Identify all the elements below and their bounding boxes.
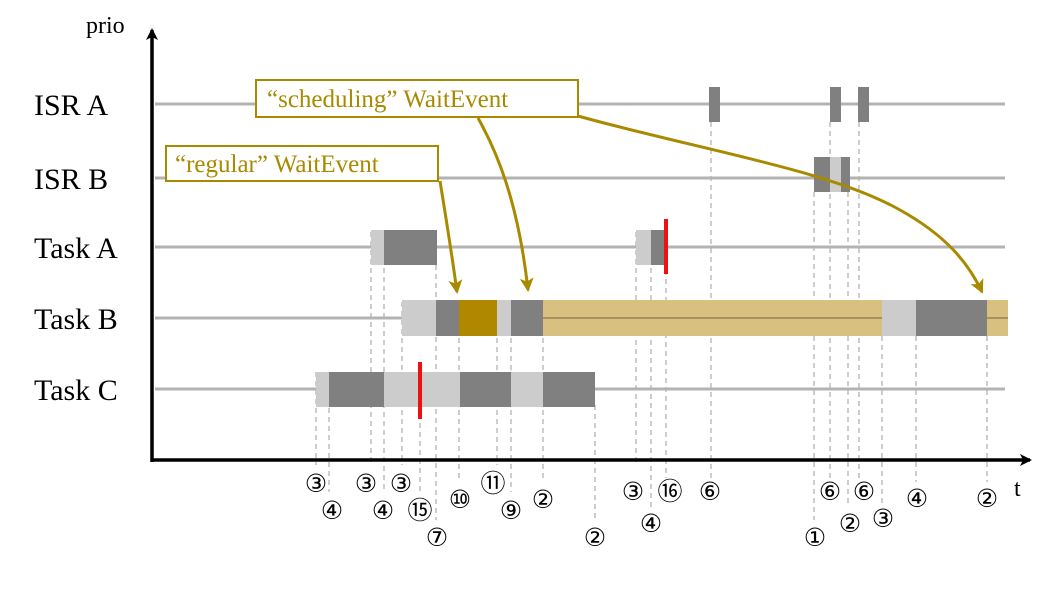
task-c-segment [460, 372, 511, 407]
row-label-isr-a: ISR A [34, 89, 109, 122]
y-axis-label: prio [86, 13, 125, 39]
isr-b-segment [830, 157, 841, 192]
isr-a-segment [858, 87, 869, 122]
event-marker: ⑥ [853, 477, 875, 506]
event-marker: ③ [305, 469, 327, 498]
event-marker: ⑩ [449, 485, 471, 514]
task-c-segment [511, 372, 543, 407]
task-c-error-marker [418, 362, 422, 419]
event-marker: ② [532, 485, 554, 514]
event-marker: ⑨ [500, 496, 522, 525]
event-marker: ⑥ [699, 477, 721, 506]
task-c-segment [329, 372, 384, 407]
task-a-segment [636, 230, 651, 265]
task-b-segment [497, 300, 511, 336]
task-a-segment [651, 230, 665, 265]
event-marker: ④ [640, 509, 662, 538]
isr-b-segment [814, 157, 830, 192]
event-marker: ⑪ [480, 469, 505, 498]
event-markers: ③ ④ ③ ④ ③ ⑮ ⑦ ⑩ ⑪ ⑨ ② ② ③ ④ ⑯ ⑥ ① ⑥ ② ⑥ … [305, 469, 998, 552]
event-marker: ⑯ [657, 477, 682, 506]
event-marker: ① [804, 523, 826, 552]
task-b-segment [511, 300, 543, 336]
event-marker: ④ [321, 496, 343, 525]
event-marker: ③ [872, 504, 894, 533]
regular-callout-text: “regular” WaitEvent [175, 151, 379, 178]
task-b-segment [916, 300, 987, 336]
task-c-segment [543, 372, 595, 407]
x-axis-label: t [1014, 476, 1021, 502]
event-marker: ④ [906, 484, 928, 513]
task-b-segment [436, 300, 459, 336]
regular-waitevent-arrow [438, 180, 463, 294]
row-label-task-c: Task C [34, 374, 118, 407]
task-b-waitevent-segment [459, 300, 497, 336]
event-marker: ⑥ [819, 477, 841, 506]
isr-b-segment [841, 157, 850, 192]
scheduling-callout-box [255, 79, 579, 118]
row-label-task-a: Task A [34, 232, 118, 265]
event-marker: ③ [390, 469, 412, 498]
row-label-isr-b: ISR B [34, 163, 108, 196]
event-marker: ② [976, 484, 998, 513]
task-b-segment [882, 300, 916, 336]
scheduling-waitevent-arrow [476, 117, 534, 292]
isr-a-segment [830, 87, 841, 122]
event-marker: ② [584, 523, 606, 552]
row-label-task-b: Task B [34, 303, 118, 336]
event-marker: ④ [372, 496, 394, 525]
scheduling-callout-text: “scheduling” WaitEvent [267, 86, 508, 113]
task-a-error-marker [664, 219, 668, 274]
isr-a-segment [709, 87, 720, 122]
task-c-segment [316, 372, 329, 407]
event-marker: ③ [622, 477, 644, 506]
task-a-segment [384, 230, 437, 265]
task-b-segment [402, 300, 436, 336]
task-a-segment [371, 230, 384, 265]
scheduling-waitevent-arrow-long [577, 114, 984, 294]
event-marker: ⑮ [407, 496, 432, 525]
event-marker: ⑦ [426, 523, 448, 552]
event-marker: ② [839, 509, 861, 538]
event-marker: ③ [355, 469, 377, 498]
regular-callout-box [165, 145, 439, 182]
